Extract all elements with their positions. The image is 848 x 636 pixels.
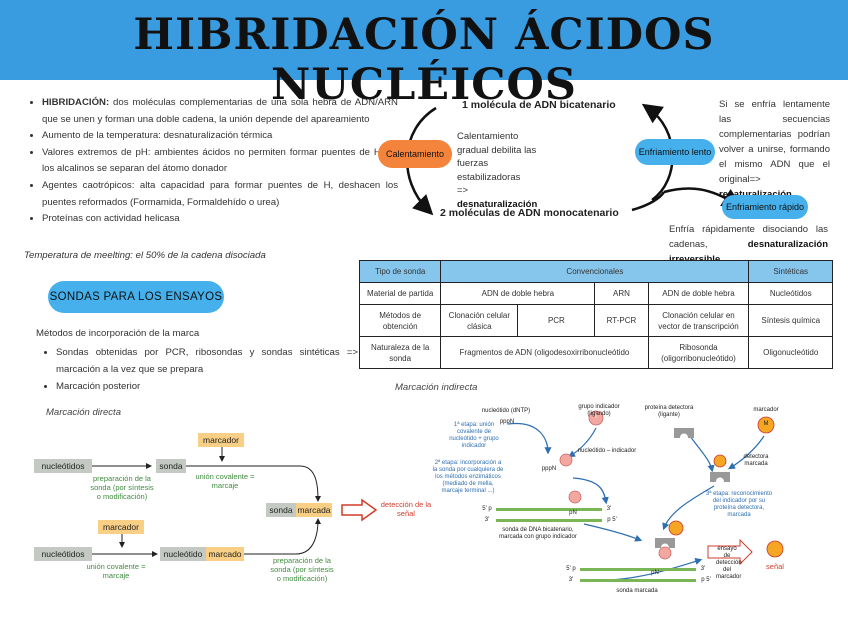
p5d-label: p 5' (701, 577, 711, 583)
pn2-label: pN (651, 570, 659, 576)
sonda-marcada-a-box: sonda (266, 503, 296, 517)
slow-cool-pill: Enfriamiento lento (635, 139, 715, 165)
slow-cool-description: Si se enfría lentamente las secuencias c… (719, 97, 830, 202)
bullet-2: Aumento de la temperatura: desnaturaliza… (42, 128, 398, 145)
monocatenario-arrow (631, 191, 666, 212)
bullet-2-text: Aumento de la temperatura: desnaturaliza… (42, 130, 273, 142)
heating-arrow-prefix: => (457, 185, 469, 196)
bullet-4-text: Agentes caotrópicos: alta capacidad para… (42, 179, 398, 208)
fast-cool-pill: Enfriamiento rápido (722, 195, 808, 219)
bullet-1-bold: HIBRIDACIÓN: (42, 97, 110, 108)
sonda-box: sonda (156, 459, 186, 473)
ensayo-label: ensayo de detección del marcador (716, 546, 742, 580)
pppn-label: pppN (499, 419, 515, 425)
bullet-1: HIBRIDACIÓN: dos moléculas complementari… (42, 95, 398, 128)
pn-label: pN (569, 510, 577, 516)
heating-result: desnaturalización (457, 198, 538, 210)
bicatenario-label: 1 molécula de ADN bicatenario (462, 99, 616, 111)
marcado-box: marcado (206, 547, 244, 561)
probe-types-table: Tipo de sonda Convencionales Sintéticas … (358, 260, 833, 369)
heating-pill: Calentamiento (378, 140, 452, 168)
union2-text: unión covalente = marcaje (86, 562, 146, 580)
table-cell: Fragmentos de ADN (oligodesoxirribonucle… (440, 336, 649, 369)
bullet-5: Proteínas con actividad helicasa (42, 211, 398, 228)
fast-cool-description: Enfría rápidamente disociando las cadena… (669, 222, 828, 267)
slow-cool-result: renaturalización (719, 189, 792, 200)
pppn2-label: pppN (541, 466, 557, 472)
methods-title: Métodos de incorporación de la marca (36, 328, 200, 339)
table-cell: Material de partida (358, 282, 442, 305)
indirect-label: Marcación indirecta (395, 382, 478, 393)
heating-description: Calentamiento gradual debilita las fuerz… (457, 130, 547, 211)
marcador-box: marcador (198, 433, 244, 447)
table-cell: Clonación celular clásica (440, 304, 519, 337)
direct-label: Marcación directa (46, 407, 121, 418)
marcador-label: marcador (753, 407, 779, 413)
monocatenario-label: 2 moléculas de ADN monocatenario (440, 207, 619, 219)
title-banner: HIBRIDACIÓN ÁCIDOS NUCLÉICOS (0, 0, 848, 110)
slow-cool-text: Si se enfría lentamente las secuencias c… (719, 99, 830, 185)
bullet-3-text: Valores extremos de pH: ambientes ácidos… (42, 146, 398, 175)
table-cell: ARN (594, 282, 649, 305)
nuc-ind-label: nucleótido – indicador (577, 448, 637, 454)
page-title: HIBRIDACIÓN ÁCIDOS NUCLÉICOS (133, 10, 715, 110)
sonda-marcada-b-box: marcada (296, 503, 332, 517)
sonda-adn-label: sonda de DNA bicatenario, marcada con gr… (499, 527, 577, 540)
table-cell: Naturaleza de la sonda (358, 336, 442, 369)
p5-label: 5' p (482, 506, 492, 512)
nucleotido-box: nucleótido (160, 547, 206, 561)
table-cell: Síntesis química (748, 304, 833, 337)
step1-text: 1ª etapa: unión covalente de nucleótido … (449, 422, 499, 449)
nucleotidos-box-2: nucleótidos (34, 547, 92, 561)
sonda-marcada-label: sonda marcada (616, 588, 658, 594)
bullet-3: Valores extremos de pH: ambientes ácidos… (42, 145, 398, 178)
intro-bullets: HIBRIDACIÓN: dos moléculas complementari… (28, 95, 398, 228)
dntp-label: nucleótido (dNTP) (481, 408, 531, 414)
methods-list: Sondas obtenidas por PCR, ribosondas y s… (42, 344, 358, 395)
table-cell: Tipo de sonda (358, 260, 442, 283)
p5b-label: p 5' (607, 517, 617, 523)
marcador-box-2: marcador (98, 520, 144, 534)
bullet-4: Agentes caotrópicos: alta capacidad para… (42, 178, 398, 211)
marker-letter: M (763, 421, 769, 427)
proteina-label: proteína detectora (ligante) (644, 405, 694, 418)
table-cell: Sintéticas (748, 260, 833, 283)
table-row: Naturaleza de la sonda Fragmentos de ADN… (358, 336, 833, 369)
fast-cool-text: Enfría rápidamente disociando las cadena… (669, 224, 828, 250)
p3c-label: 3' (700, 566, 706, 572)
sondas-pill: SONDAS PARA LOS ENSAYOS (48, 281, 224, 313)
table-cell: Clonación celular en vector de transcrip… (647, 304, 750, 337)
detectora-marcada-label: detectora marcada (743, 454, 769, 467)
prep-text: preparación de la sonda (por síntesis o … (90, 474, 154, 501)
nucleotidos-box: nucleótidos (34, 459, 92, 473)
p3b-label: 3' (484, 517, 490, 523)
step2-text: 2ª etapa: incorporación a la sonda por c… (432, 460, 504, 494)
union-text: unión covalente = marcaje (195, 472, 255, 490)
step3-text: 3ª etapa: reconocimiento del indicador p… (705, 491, 773, 518)
bullet-1-text: dos moléculas complementarias de una sol… (42, 97, 398, 125)
fast-cool-result: desnaturalización irreversible (669, 239, 828, 265)
deteccion-text: detección de la señal (380, 500, 432, 518)
table-cell: Ribosonda (oligorribonucleótido) (647, 336, 750, 369)
indicator-letter: I (595, 414, 597, 420)
senal-label: señal (766, 562, 784, 571)
method-2: Marcación posterior (56, 378, 358, 395)
table-cell: Oligonucleótido (748, 336, 833, 369)
grupo-label: grupo indicador (ligando) (578, 404, 620, 417)
prep2-text: preparación de la sonda (por síntesis o … (270, 556, 334, 583)
table-row: Material de partida ADN de doble hebra A… (358, 282, 833, 305)
table-cell: RT-PCR (594, 304, 649, 337)
heating-text: Calentamiento gradual debilita las fuerz… (457, 131, 537, 183)
method-1: Sondas obtenidas por PCR, ribosondas y s… (56, 344, 358, 378)
melting-note: Temperatura de meelting: el 50% de la ca… (24, 250, 266, 261)
bullet-5-text: Proteínas con actividad helicasa (42, 213, 180, 225)
p3d-label: 3' (568, 577, 574, 583)
p5c-label: 5' p (566, 566, 576, 572)
p3a-label: 3' (606, 506, 612, 512)
